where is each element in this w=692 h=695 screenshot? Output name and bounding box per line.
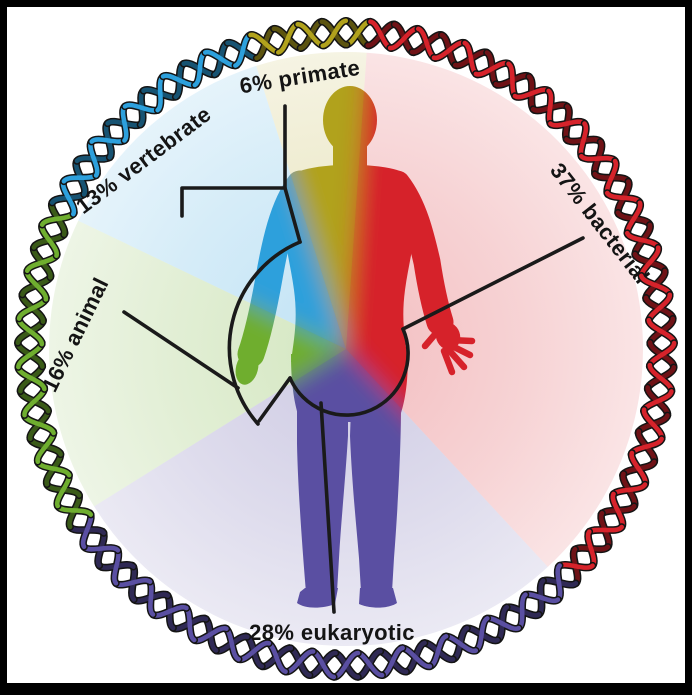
eukaryote-stub-line: [257, 376, 292, 423]
animal-arc: [227, 240, 302, 426]
animal-branch-line: [122, 310, 240, 390]
frame-right: [685, 0, 692, 695]
body-tint-bacterial: [346, 0, 692, 658]
body-tint-primate: [235, 0, 371, 349]
dna-helix-border: [14, 16, 678, 681]
body-tint-eukaryotic: [0, 349, 632, 695]
vertebrate-bracket: [180, 186, 302, 244]
root-arc: [288, 327, 410, 417]
phylogenetic-tree-lines: [122, 104, 585, 614]
label-eukaryotic: 28% eukaryotic: [249, 620, 415, 645]
bacterial-branch-line: [401, 236, 585, 331]
frame-top: [0, 0, 692, 7]
dna-segment: [318, 16, 351, 50]
body-tint-animal: [0, 183, 346, 566]
body-tint-vertebrate: [0, 0, 346, 349]
dna-strand-light: [320, 18, 349, 48]
frame-left: [0, 0, 7, 695]
eukaryotic-branch-line: [319, 401, 336, 614]
frame-bottom: [0, 683, 692, 695]
